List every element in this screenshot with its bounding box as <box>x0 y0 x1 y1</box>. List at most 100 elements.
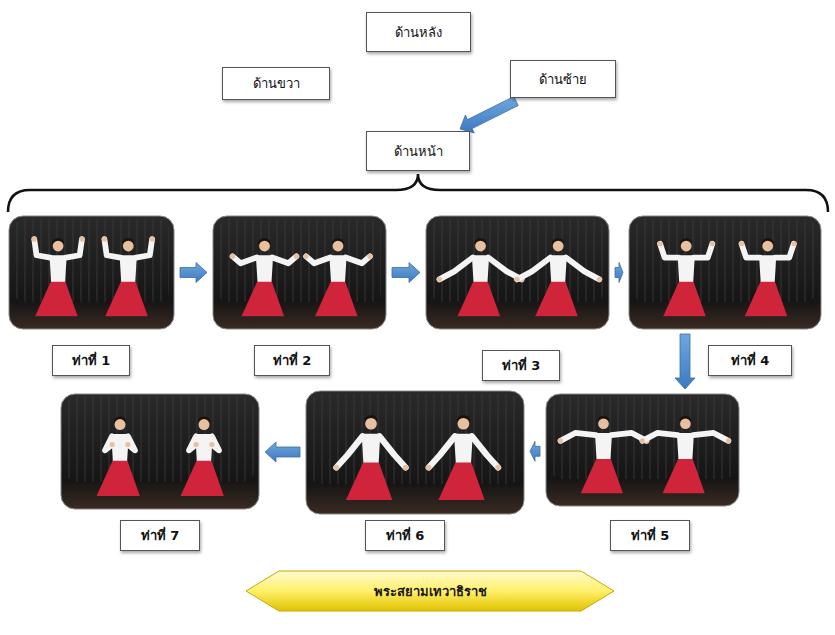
dancer-arm <box>272 256 296 263</box>
curly-bracket <box>8 174 828 212</box>
dancer-head <box>475 241 486 252</box>
direction-box: ด้านหน้า <box>366 131 470 171</box>
dancer-pants <box>242 282 285 317</box>
stage-ground <box>426 216 609 329</box>
flow-arrow <box>530 441 540 461</box>
dancer-arm <box>439 258 472 280</box>
dancer-hand <box>110 442 115 447</box>
pose-label: ท่าที่ 6 <box>386 525 425 546</box>
pose-label-box: ท่าที่ 4 <box>708 345 792 376</box>
dancer-arm <box>66 239 82 257</box>
dancer-head <box>553 241 564 252</box>
title-banner: พระสยามเทวาธิราช <box>245 570 615 612</box>
dancer-hand <box>558 438 563 443</box>
pose-label: ท่าที่ 1 <box>72 350 111 371</box>
pose-photo: ท่าที่ 6 <box>305 390 525 515</box>
dancer-pants <box>535 282 578 317</box>
dancer-arm <box>104 239 120 257</box>
dancer-pants <box>315 282 358 317</box>
dancer-arm <box>346 256 370 263</box>
flow-arrow <box>180 263 207 283</box>
stage-ground <box>629 216 821 329</box>
dancer-hand <box>640 438 645 443</box>
pose-label-box: ท่าที่ 2 <box>254 345 330 376</box>
pose-label-box: ท่าที่ 3 <box>482 350 560 381</box>
dancer-pants <box>181 461 224 496</box>
dancer-pants <box>663 282 706 317</box>
dancer-pants <box>105 282 148 317</box>
dancer-arm <box>560 433 595 441</box>
dancer-hand <box>125 442 130 447</box>
stage-photo <box>628 215 822 330</box>
dancer-hand <box>367 254 372 259</box>
dancer-arm <box>306 256 330 263</box>
stage-curtain <box>218 219 381 302</box>
dancer-arm <box>642 433 677 441</box>
stage-ground <box>546 394 739 506</box>
dancer-pants <box>581 459 623 493</box>
dancer-hand <box>426 465 432 471</box>
stage-curtain <box>311 394 519 484</box>
pose-label-box: ท่าที่ 6 <box>365 520 445 551</box>
direction-label: ด้านขวา <box>253 73 300 94</box>
dancer-head <box>680 418 691 429</box>
dancer-head <box>259 241 270 252</box>
dancer-head <box>115 419 126 430</box>
dancer-hand <box>32 237 37 242</box>
dancer-hand <box>294 254 299 259</box>
stage-photo <box>60 393 260 510</box>
stage-curtain <box>551 397 734 479</box>
dancer-hand <box>710 241 715 246</box>
dancer-pants <box>458 282 501 317</box>
pose-label-box: ท่าที่ 7 <box>120 520 200 551</box>
dancer-hand <box>230 254 235 259</box>
direction-label: ด้านหลัง <box>395 22 442 43</box>
dancer-head <box>333 241 344 252</box>
pose-photo: ท่าที่ 2 <box>212 215 387 330</box>
dancer-hand <box>403 465 409 471</box>
pose-photo: ท่าที่ 5 <box>545 393 740 507</box>
flow-arrow <box>675 334 695 389</box>
direction-box: ด้านซ้าย <box>510 60 616 98</box>
dancer-head <box>123 241 134 252</box>
pose-photo: ท่าที่ 4 <box>628 215 822 330</box>
dancer-arm <box>742 244 760 258</box>
dancer-hand <box>102 237 107 242</box>
dancer-head <box>458 418 470 430</box>
dancer-hand <box>209 442 214 447</box>
stage-photo <box>545 393 740 507</box>
pose-label: ท่าที่ 7 <box>141 525 180 546</box>
dancer-arm <box>488 258 521 280</box>
stage-ground <box>61 394 259 509</box>
pose-label-box: ท่าที่ 1 <box>52 345 130 376</box>
dancer-arm <box>694 244 712 258</box>
dancer-arm <box>472 436 498 467</box>
pose-photo: ท่าที่ 1 <box>8 215 175 330</box>
pose-label: ท่าที่ 2 <box>273 350 312 371</box>
dancer-head <box>681 241 692 252</box>
dancer-hand <box>597 277 602 282</box>
dancer-arm <box>660 244 678 258</box>
dancer-arm <box>775 244 793 258</box>
dancer-hand <box>150 237 155 242</box>
pose-label: ท่าที่ 4 <box>731 350 770 371</box>
flow-arrow <box>615 263 623 283</box>
dancer-pants <box>346 463 392 501</box>
dancer-pants <box>745 282 788 317</box>
stage-photo <box>305 390 525 515</box>
dancer-hand <box>437 277 442 282</box>
dancer-hand <box>304 254 309 259</box>
pose-photo: ท่าที่ 7 <box>60 393 260 510</box>
dancer-arm <box>379 436 405 467</box>
stage-curtain <box>431 219 604 302</box>
banner-label: พระสยามเทวาธิราช <box>374 581 487 602</box>
dancer-head <box>53 241 64 252</box>
dancer-pants <box>438 463 484 501</box>
direction-label: ด้านซ้าย <box>539 69 587 90</box>
flow-arrow <box>265 442 300 462</box>
dancer-arm <box>693 433 728 441</box>
pose-label: ท่าที่ 3 <box>502 355 541 376</box>
dancer-arm <box>136 239 152 257</box>
stage-photo <box>212 215 387 330</box>
